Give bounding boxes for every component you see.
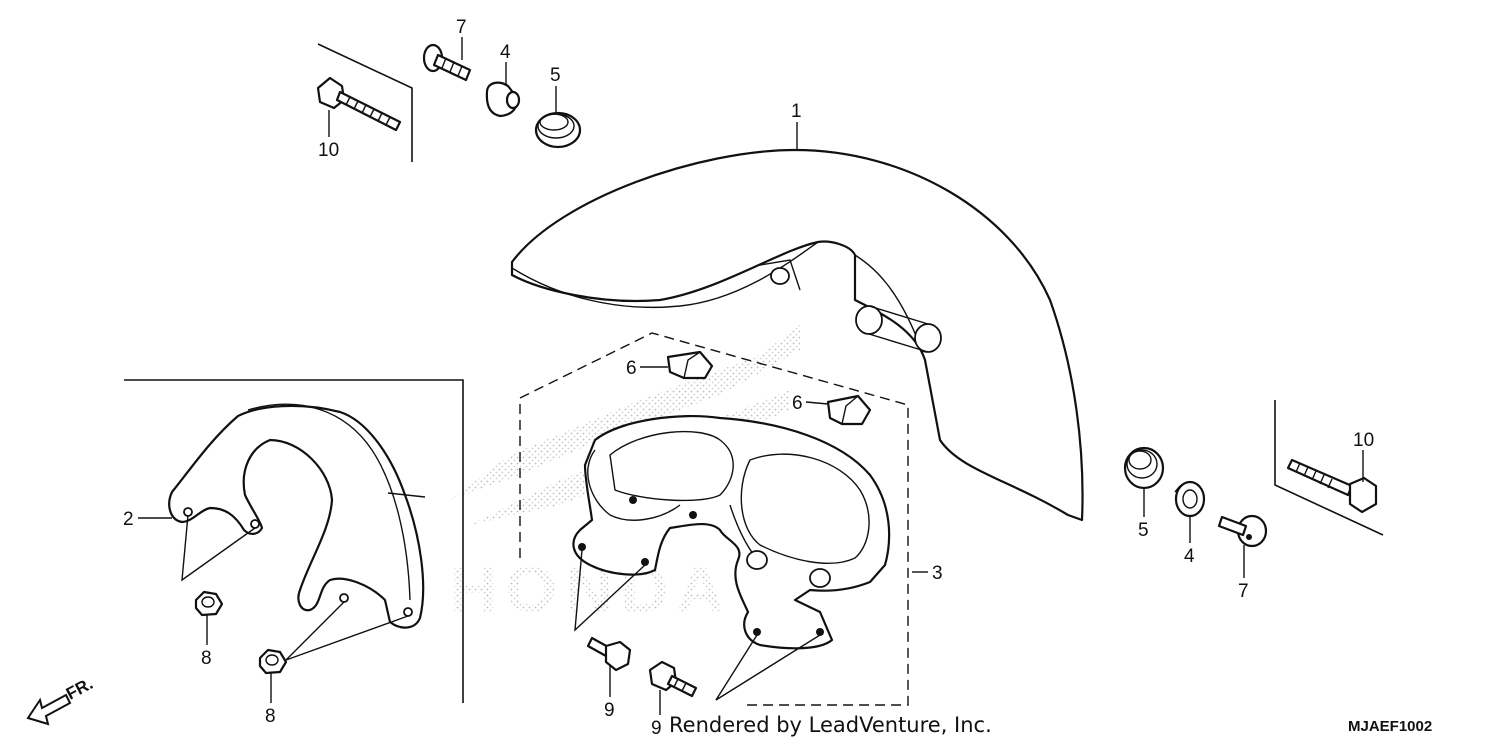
- bolt-part-upper-9: [586, 636, 632, 672]
- fender-bracket-part: [572, 414, 891, 701]
- front-arrow-icon: [26, 693, 72, 726]
- callout-9-lower: 9: [651, 718, 662, 739]
- callout-10-top: 10: [318, 140, 339, 161]
- flange-bolt-part-right: [1217, 514, 1268, 548]
- callout-6-right: 6: [792, 393, 803, 414]
- callout-8-upper: 8: [201, 648, 212, 669]
- cushion-part-right: [826, 394, 872, 426]
- render-credit: Rendered by LeadVenture, Inc.: [669, 713, 992, 737]
- cushion-part-left: [666, 350, 714, 380]
- bolt-part-top: [316, 76, 402, 132]
- callout-7-right: 7: [1238, 581, 1249, 602]
- collar-part-top: [485, 81, 521, 118]
- flange-bolt-part-top: [422, 43, 472, 82]
- bracket-group-outline: [519, 332, 909, 706]
- fender-stay-part: [168, 403, 426, 661]
- callout-3: 3: [932, 563, 943, 584]
- callout-9-upper: 9: [604, 700, 615, 721]
- frame-lines: [124, 43, 1384, 703]
- callout-2: 2: [123, 509, 134, 530]
- callout-8-lower: 8: [265, 706, 276, 727]
- nut-part-upper: [194, 590, 224, 617]
- callout-4-top: 4: [500, 42, 511, 63]
- callout-4-right: 4: [1184, 546, 1195, 567]
- grommet-part-right: [1123, 446, 1165, 490]
- callout-numbers: 1 10 7 4 5 2 6 6 3 10 5 4 7 8 8 9 9: [123, 17, 1374, 739]
- bolt-part-right: [1286, 458, 1378, 514]
- callout-10-right: 10: [1353, 430, 1374, 451]
- callout-5-top: 5: [550, 65, 561, 86]
- diagram-code: MJAEF1002: [1348, 718, 1432, 735]
- callout-5-right: 5: [1138, 520, 1149, 541]
- nut-part-lower: [258, 648, 288, 675]
- grommet-part-top: [534, 111, 582, 149]
- callout-7-top: 7: [456, 17, 467, 38]
- callout-1: 1: [791, 101, 802, 122]
- bolt-part-lower-9: [648, 660, 698, 698]
- collar-part-right: [1174, 480, 1206, 518]
- leader-lines: [138, 37, 1364, 715]
- wing-watermark-icon: [450, 325, 800, 500]
- front-direction-indicator: FR.: [26, 674, 96, 726]
- front-fender-part: [510, 148, 1084, 522]
- callout-6-left: 6: [626, 358, 637, 379]
